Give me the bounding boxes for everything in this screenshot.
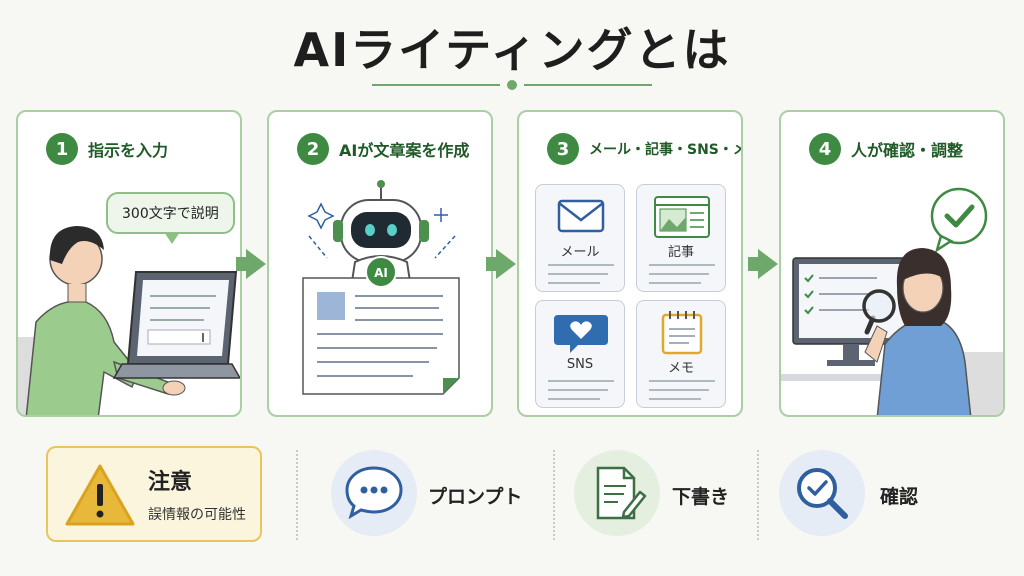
flow-arrow-3 xyxy=(748,249,778,279)
keyword-prompt: プロンプト xyxy=(428,486,523,508)
divider-1 xyxy=(296,450,298,540)
speech-bubble-text: 300文字で説明 xyxy=(122,206,219,222)
speech-bubble: 300文字で説明 xyxy=(106,192,235,244)
mail-icon xyxy=(557,199,605,233)
step-number-2: 2 xyxy=(297,133,329,165)
notepad-icon xyxy=(661,311,703,355)
confirm-circle xyxy=(779,450,865,536)
prompt-circle xyxy=(331,450,417,536)
person-reviewing-illustration xyxy=(781,187,1003,415)
draft-circle xyxy=(574,450,660,536)
tile-label-memo: メモ xyxy=(667,361,694,376)
tile-mail: メール xyxy=(535,184,625,292)
divider-2 xyxy=(553,450,555,540)
check-bubble-icon xyxy=(930,187,988,253)
caution-box: 注意 誤情報の可能性 xyxy=(46,446,262,542)
keyword-draft: 下書き xyxy=(672,486,730,508)
person-typing-illustration xyxy=(18,226,240,415)
chat-bubble-icon xyxy=(345,466,403,520)
tile-sns: SNS xyxy=(535,300,625,408)
title-rule-left xyxy=(372,84,500,86)
magnifier-check-icon xyxy=(797,468,848,519)
tile-memo: メモ xyxy=(636,300,726,408)
flow-arrow-2 xyxy=(486,249,516,279)
step-title-3: メール・記事・SNS・メモ xyxy=(589,142,741,158)
step-number-4: 4 xyxy=(809,133,841,165)
step-number-3: 3 xyxy=(547,133,579,165)
tile-label-article: 記事 xyxy=(667,245,694,260)
tile-article: 記事 xyxy=(636,184,726,292)
tile-label-sns: SNS xyxy=(566,357,594,372)
step-card-4: 4 人が確認・調整 xyxy=(779,110,1005,417)
caution-subtitle: 誤情報の可能性 xyxy=(148,507,246,523)
document-pencil-icon xyxy=(596,466,647,520)
page-title: AIライティングとは xyxy=(293,23,731,77)
robot-document-illustration: AI xyxy=(302,180,460,395)
warning-icon xyxy=(65,464,135,526)
step-number-1: 1 xyxy=(46,133,78,165)
divider-3 xyxy=(757,450,759,540)
step-card-1: 1 指示を入力 300文字で説明 xyxy=(16,110,242,417)
step-card-2: 2 AIが文章案を作成 AI xyxy=(267,110,493,417)
step-title-1: 指示を入力 xyxy=(88,141,169,160)
ai-badge-text: AI xyxy=(374,266,388,280)
flow-arrow-1 xyxy=(236,249,266,279)
caution-title: 注意 xyxy=(148,470,193,495)
article-icon xyxy=(654,196,710,238)
heart-chat-icon xyxy=(554,315,608,353)
step-card-3: 3 メール・記事・SNS・メモ メール xyxy=(517,110,743,417)
keyword-confirm: 確認 xyxy=(880,486,919,508)
title-rule-right xyxy=(524,84,652,86)
tile-label-mail: メール xyxy=(560,245,600,260)
step-title-2: AIが文章案を作成 xyxy=(339,141,470,160)
title-dot xyxy=(507,80,517,90)
step-title-4: 人が確認・調整 xyxy=(851,141,964,160)
